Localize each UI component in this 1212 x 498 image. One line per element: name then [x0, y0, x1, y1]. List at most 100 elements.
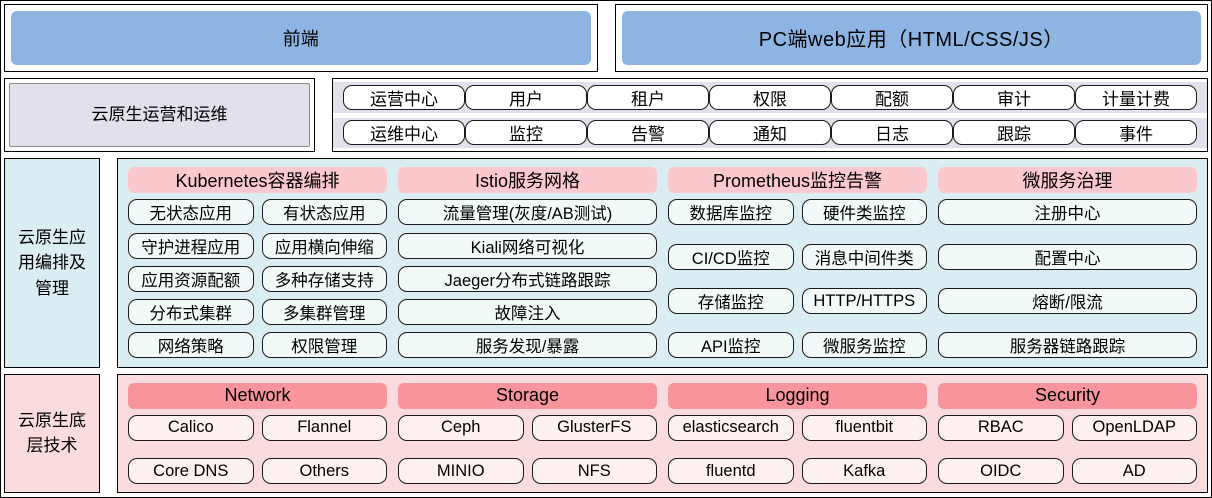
- ops-label: 云原生运营和运维: [9, 82, 310, 148]
- istio-column: Istio服务网格 流量管理(灰度/AB测试) Kiali网络可视化 Jaege…: [398, 167, 657, 359]
- tech-node: Core DNS: [128, 458, 254, 485]
- tech-node: OpenLDAP: [1071, 414, 1197, 441]
- tech-node: RBAC: [938, 414, 1064, 441]
- feature-node: 有状态应用: [261, 199, 387, 226]
- tech-node: MINIO: [398, 458, 524, 485]
- tech-node: GlusterFS: [531, 414, 657, 441]
- tech-node: Flannel: [261, 414, 387, 441]
- item-row: CI/CD监控 消息中间件类: [668, 243, 927, 270]
- feature-node: 微服务监控: [801, 332, 927, 359]
- feature-node: API监控: [668, 332, 794, 359]
- tech-node: Calico: [128, 414, 254, 441]
- item-row: 应用资源配额 多种存储支持: [128, 265, 387, 292]
- microservice-items: 注册中心 配置中心 熔断/限流 服务器链路跟踪: [938, 199, 1197, 359]
- item-row: fluentd Kafka: [668, 458, 927, 485]
- feature-node: 服务发现/暴露: [398, 332, 657, 359]
- ops-node: 运维中心: [343, 120, 465, 146]
- item-row: MINIO NFS: [398, 458, 657, 485]
- feature-node: CI/CD监控: [668, 243, 794, 270]
- orchestration-panel: Kubernetes容器编排 无状态应用 有状态应用 守护进程应用 应用横向伸缩…: [117, 158, 1208, 368]
- feature-node: 应用资源配额: [128, 265, 254, 292]
- ops-strip-1: 运营中心 用户 租户 权限 配额 审计 计量计费: [333, 81, 1207, 113]
- storage-column: Storage Ceph GlusterFS MINIO NFS: [398, 382, 657, 485]
- item-row: RBAC OpenLDAP: [938, 414, 1197, 441]
- microservice-column-header: 微服务治理: [938, 167, 1197, 194]
- microservice-column: 微服务治理 注册中心 配置中心 熔断/限流 服务器链路跟踪: [938, 167, 1197, 359]
- storage-column-header: Storage: [398, 382, 657, 409]
- ops-panel: 运营中心 用户 租户 权限 配额 审计 计量计费 运维中心 监控 告警 通知 日…: [332, 77, 1208, 153]
- network-column-header: Network: [128, 382, 387, 409]
- tech-node: elasticsearch: [668, 414, 794, 441]
- ops-node: 计量计费: [1075, 84, 1197, 110]
- ops-node: 事件: [1075, 120, 1197, 146]
- ops-label-frame: 云原生运营和运维: [4, 77, 315, 153]
- feature-node: 数据库监控: [668, 199, 794, 226]
- istio-column-header: Istio服务网格: [398, 167, 657, 194]
- frontend-row: 前端 PC端web应用（HTML/CSS/JS）: [4, 4, 1208, 72]
- feature-node: Kiali网络可视化: [398, 232, 657, 259]
- item-row: 存储监控 HTTP/HTTPS: [668, 288, 927, 315]
- storage-items: Ceph GlusterFS MINIO NFS: [398, 414, 657, 485]
- feature-node: 多种存储支持: [261, 265, 387, 292]
- item-row: 数据库监控 硬件类监控: [668, 199, 927, 226]
- tech-node: Ceph: [398, 414, 524, 441]
- ops-node: 权限: [709, 84, 831, 110]
- item-row: 无状态应用 有状态应用: [128, 199, 387, 226]
- network-column: Network Calico Flannel Core DNS Others: [128, 382, 387, 485]
- feature-node: 多集群管理: [261, 299, 387, 326]
- ops-node: 运营中心: [343, 84, 465, 110]
- prometheus-column-header: Prometheus监控告警: [668, 167, 927, 194]
- feature-node: HTTP/HTTPS: [801, 288, 927, 315]
- kubernetes-items: 无状态应用 有状态应用 守护进程应用 应用横向伸缩 应用资源配额 多种存储支持 …: [128, 199, 387, 359]
- ops-row: 云原生运营和运维 运营中心 用户 租户 权限 配额 审计 计量计费 运维中心 监…: [4, 77, 1208, 153]
- feature-node: 存储监控: [668, 288, 794, 315]
- feature-node: 守护进程应用: [128, 232, 254, 259]
- feature-node: 故障注入: [398, 299, 657, 326]
- feature-node: Jaeger分布式链路跟踪: [398, 265, 657, 292]
- ops-node: 配额: [831, 84, 953, 110]
- item-row: API监控 微服务监控: [668, 332, 927, 359]
- kubernetes-column-header: Kubernetes容器编排: [128, 167, 387, 194]
- ops-node: 跟踪: [953, 120, 1075, 146]
- infra-label: 云原生底层技术: [4, 373, 100, 494]
- feature-node: 硬件类监控: [801, 199, 927, 226]
- ops-node: 租户: [587, 84, 709, 110]
- security-items: RBAC OpenLDAP OIDC AD: [938, 414, 1197, 485]
- feature-node: 注册中心: [938, 199, 1197, 226]
- item-row: 守护进程应用 应用横向伸缩: [128, 232, 387, 259]
- tech-node: OIDC: [938, 458, 1064, 485]
- prometheus-items: 数据库监控 硬件类监控 CI/CD监控 消息中间件类 存储监控 HTTP/HTT…: [668, 199, 927, 359]
- istio-items: 流量管理(灰度/AB测试) Kiali网络可视化 Jaeger分布式链路跟踪 故…: [398, 199, 657, 359]
- item-row: 网络策略 权限管理: [128, 332, 387, 359]
- infra-panel: Network Calico Flannel Core DNS Others S…: [117, 373, 1208, 494]
- frontend-app-box: PC端web应用（HTML/CSS/JS）: [621, 11, 1201, 65]
- feature-node: 无状态应用: [128, 199, 254, 226]
- item-row: Ceph GlusterFS: [398, 414, 657, 441]
- ops-node: 监控: [465, 120, 587, 146]
- ops-node: 用户: [465, 84, 587, 110]
- logging-items: elasticsearch fluentbit fluentd Kafka: [668, 414, 927, 485]
- logging-column-header: Logging: [668, 382, 927, 409]
- feature-node: 配置中心: [938, 243, 1197, 270]
- kubernetes-column: Kubernetes容器编排 无状态应用 有状态应用 守护进程应用 应用横向伸缩…: [128, 167, 387, 359]
- item-row: 分布式集群 多集群管理: [128, 299, 387, 326]
- tech-node: Kafka: [801, 458, 927, 485]
- feature-node: 熔断/限流: [938, 288, 1197, 315]
- tech-node: AD: [1071, 458, 1197, 485]
- infra-row: 云原生底层技术 Network Calico Flannel Core DNS …: [4, 373, 1208, 494]
- security-column: Security RBAC OpenLDAP OIDC AD: [938, 382, 1197, 485]
- feature-node: 分布式集群: [128, 299, 254, 326]
- feature-node: 应用横向伸缩: [261, 232, 387, 259]
- feature-node: 服务器链路跟踪: [938, 332, 1197, 359]
- tech-node: Others: [261, 458, 387, 485]
- frontend-label-frame: 前端: [4, 4, 598, 72]
- feature-node: 网络策略: [128, 332, 254, 359]
- ops-node: 通知: [709, 120, 831, 146]
- item-row: OIDC AD: [938, 458, 1197, 485]
- ops-node: 日志: [831, 120, 953, 146]
- ops-node: 告警: [587, 120, 709, 146]
- ops-node: 审计: [953, 84, 1075, 110]
- orchestration-label: 云原生应用编排及管理: [4, 158, 100, 368]
- item-row: Core DNS Others: [128, 458, 387, 485]
- feature-node: 权限管理: [261, 332, 387, 359]
